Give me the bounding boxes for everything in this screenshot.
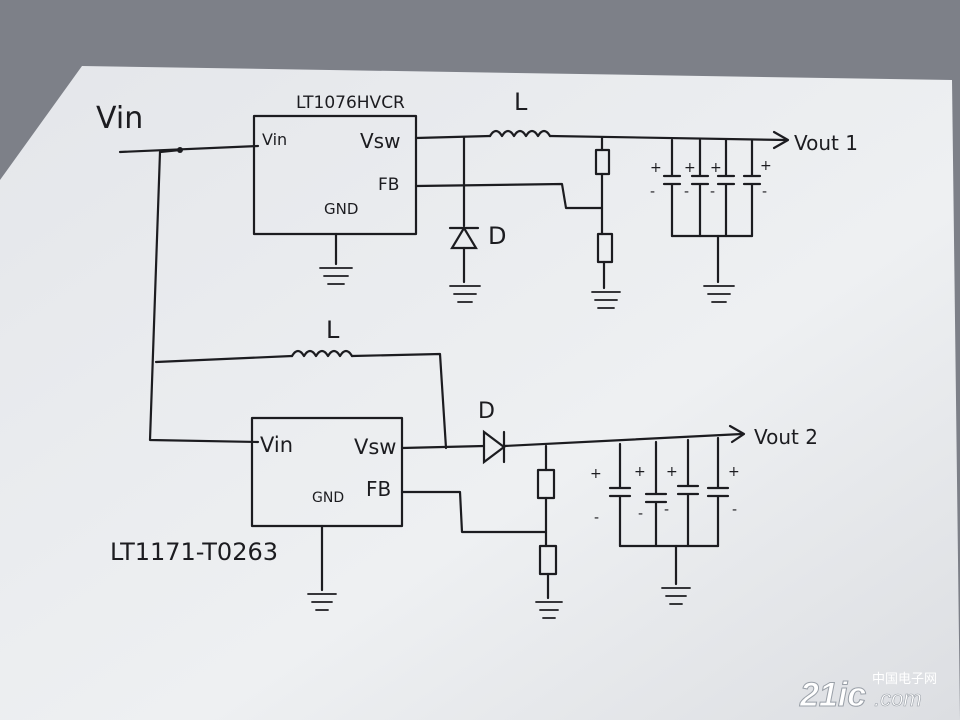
cap2c-plus: + [666,464,678,480]
cap1c-minus: - [710,184,715,200]
cap2d-minus: - [732,502,737,518]
chip1-part-label: LT1076HVCR [296,93,405,113]
output2-label: Vout 2 [754,425,818,449]
chip2-pin-fb: FB [366,477,391,501]
cap-bank2-ground-symbol [661,587,691,605]
cap-bank1-ground-symbol [703,285,735,303]
chip1-fb-wire [414,182,604,210]
watermark: 21ic .com 中国电子网 [799,672,938,715]
chip2-box [250,416,404,528]
divider1-ground-symbol [591,291,621,309]
chip2-pin-gnd: GND [312,490,344,506]
cap2a-plus: + [590,466,602,482]
diode1-ground-symbol [449,285,481,303]
cap1b-minus: - [684,184,689,200]
chip1-pin-fb: FB [378,175,399,195]
cap2b-plus: + [634,464,646,480]
cap2b-minus: - [638,506,643,522]
cap2c-minus: - [664,502,669,518]
chip2-pin-vsw: Vsw [354,435,396,459]
input-wire [118,144,260,154]
cap1d-minus: - [762,184,767,200]
cap1a-minus: - [650,184,655,200]
inductor1-label: L [514,88,528,116]
chip1-pin-vin: Vin [262,130,287,149]
chip2-ground-symbol [307,593,337,611]
cap1d-plus: + [760,158,772,174]
diode1-label: D [488,222,506,250]
vin-branch-wire [148,148,260,444]
vin-input-label: Vin [96,101,143,136]
output1-capacitor-bank [662,138,762,284]
inductor2-label: L [326,316,340,344]
cap2d-plus: + [728,464,740,480]
inductor2-input-wire [154,354,294,364]
cap2a-minus: - [594,510,599,526]
inductor1-symbol [488,129,552,138]
cap1c-plus: + [710,160,722,176]
output2-rail [502,432,744,448]
output1-rail [548,134,788,142]
inductor2-symbol [290,349,354,358]
inductor2-output-wire [350,352,448,450]
paper-sheet [0,66,960,720]
output1-arrow [772,130,790,150]
output2-arrow [728,424,746,444]
watermark-brand: 21ic [799,676,866,714]
diode2-label: D [478,399,495,424]
output2-capacitor-bank [608,436,730,586]
vin-junction-dot [177,147,183,153]
cap1a-plus: + [650,160,662,176]
chip2-fb-wire [400,490,548,534]
chip1-ground-symbol [319,267,353,285]
divider2-ground-symbol [535,601,563,619]
cap1b-plus: + [684,160,696,176]
output1-label: Vout 1 [794,131,858,155]
chip1-pin-gnd: GND [324,200,358,218]
chip2-pin-vin: Vin [260,433,293,457]
watermark-cn-name: 中国电子网 [872,672,937,687]
watermark-tld: .com [874,686,922,711]
chip2-part-label: LT1171-T0263 [110,538,278,566]
chip2-vsw-wire [400,444,486,450]
chip1-vsw-wire [414,134,492,140]
chip1-pin-vsw: Vsw [360,129,400,153]
